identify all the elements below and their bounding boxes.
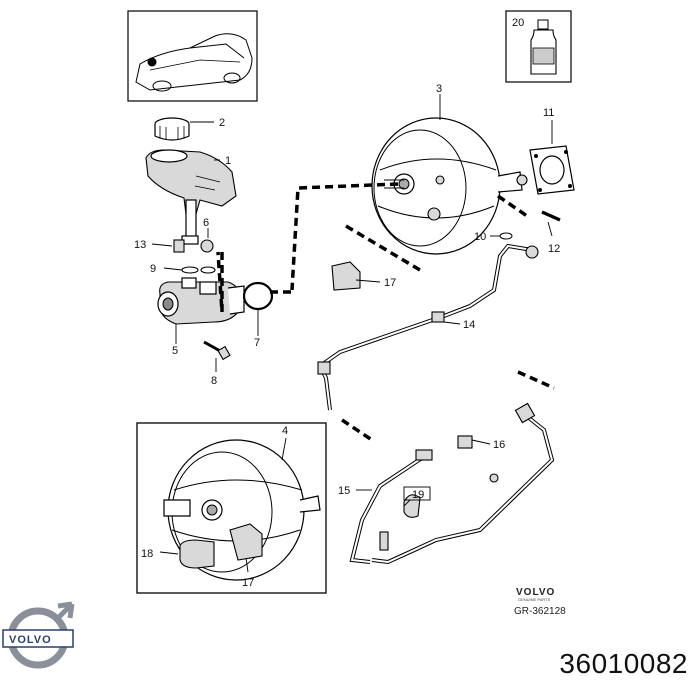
small-parts (173, 239, 231, 361)
callout-17-lower: 17 (242, 577, 254, 589)
callout-16: 16 (493, 439, 505, 451)
callout-1: 1 (225, 155, 231, 167)
bracket-upper (331, 261, 361, 291)
callout-13: 13 (134, 239, 146, 251)
part-number: 36010082 (559, 648, 688, 679)
diagram-reference: GR-362128 (514, 606, 566, 617)
callout-12: 12 (548, 243, 560, 255)
brand-tagline: GENUINE PARTS (518, 597, 551, 602)
callout-6: 6 (203, 217, 209, 229)
callout-2: 2 (219, 117, 225, 129)
master-cylinder (157, 277, 245, 325)
logo-wordmark: VOLVO (9, 634, 52, 646)
callout-19: 19 (412, 489, 424, 501)
callout-15: 15 (338, 485, 350, 497)
callout-14: 14 (463, 319, 475, 331)
reservoir-assembly (145, 117, 237, 245)
callout-18: 18 (141, 548, 153, 560)
gasket-and-pin (529, 145, 575, 222)
callout-19-box (403, 486, 431, 501)
callout-labels: 2 1 3 4 5 6 7 8 9 10 11 12 13 14 15 16 1… (134, 17, 560, 589)
callout-10: 10 (474, 231, 486, 243)
location-dot-icon (147, 57, 157, 67)
callout-7: 7 (254, 337, 260, 349)
booster-variant-inset (136, 422, 327, 594)
callout-5: 5 (172, 345, 178, 357)
brake-fluid-inset (505, 10, 572, 83)
vacuum-hose-upper (317, 232, 539, 411)
callout-17-upper: 17 (384, 277, 396, 289)
callout-3: 3 (436, 83, 442, 95)
assembly-dashes (216, 182, 555, 442)
callout-4: 4 (282, 425, 288, 437)
leader-lines (151, 94, 553, 573)
brake-booster (371, 117, 528, 255)
volvo-iron-mark-icon: VOLVO (2, 601, 75, 669)
callout-20: 20 (512, 17, 524, 29)
brand-block: VOLVO GENUINE PARTS GR-362128 (514, 587, 566, 617)
callout-11: 11 (543, 107, 554, 119)
car-location-inset (127, 10, 258, 102)
vacuum-hose-lower (349, 402, 555, 565)
brand-wordmark: VOLVO (516, 587, 555, 598)
callout-8: 8 (211, 375, 217, 387)
o-ring (242, 281, 274, 311)
callout-9: 9 (150, 263, 156, 275)
